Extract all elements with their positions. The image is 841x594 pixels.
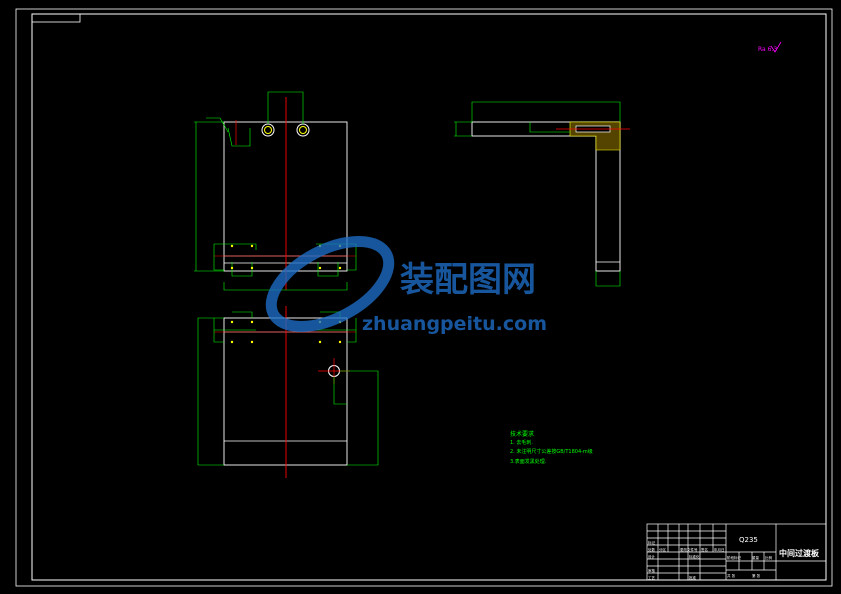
title-block-cell: 设计 — [648, 554, 656, 559]
title-block-text: Q235 中间过渡板 处数 分区 更改文件号 签名 年月日 标记 设计 审核 工… — [648, 536, 820, 580]
title-block-cell: 重量 — [752, 555, 760, 560]
tech-note-line: 2. 未注明尺寸公差按GB/T1804-m级 — [510, 448, 593, 455]
outer-border — [15, 8, 833, 587]
title-block-cell: 更改文件号 — [680, 547, 698, 552]
title-block-cell: 审核 — [648, 568, 656, 573]
watermark-url: zhuangpeitu.com — [362, 313, 547, 335]
title-block-cell: 阶段标记 — [727, 555, 741, 560]
title-block-cell: 第 张 — [752, 573, 761, 578]
inner-frame — [31, 13, 827, 581]
drawing-number-box — [31, 13, 81, 23]
title-block — [646, 523, 827, 581]
part-name-label: 中间过渡板 — [779, 548, 820, 558]
tech-note-line: 3.表面发黑处理. — [510, 458, 547, 465]
watermark: 装配图网 zhuangpeitu.com — [265, 236, 547, 335]
title-block-cell: 分区 — [659, 547, 667, 552]
tech-note-line: 1. 去毛刺. — [510, 439, 533, 446]
title-block-cell: 标准化 — [689, 554, 700, 559]
bottom-view — [197, 306, 379, 478]
tech-notes-title: 技术要求 — [510, 430, 534, 438]
title-block-cell: 工艺 — [648, 575, 656, 580]
roughness-symbol — [770, 41, 782, 53]
corner-note: Ra 6.3 — [758, 46, 777, 53]
title-block-cell: 批准 — [689, 575, 697, 580]
watermark-brand: 装配图网 — [400, 260, 536, 300]
title-block-cell: 处数 — [648, 547, 656, 552]
title-block-cell: 年月日 — [714, 547, 725, 552]
tech-notes: 技术要求 1. 去毛刺. 2. 未注明尺寸公差按GB/T1804-m级 3.表面… — [510, 430, 593, 465]
title-block-cell: 签名 — [701, 547, 708, 552]
title-block-cell: 比例 — [765, 555, 773, 560]
title-block-cell: 共 张 — [727, 573, 736, 578]
material-label: Q235 — [739, 536, 758, 544]
side-section-view — [454, 101, 630, 287]
title-block-cell: 标记 — [648, 540, 656, 545]
watermark-logo-icon — [265, 236, 395, 332]
